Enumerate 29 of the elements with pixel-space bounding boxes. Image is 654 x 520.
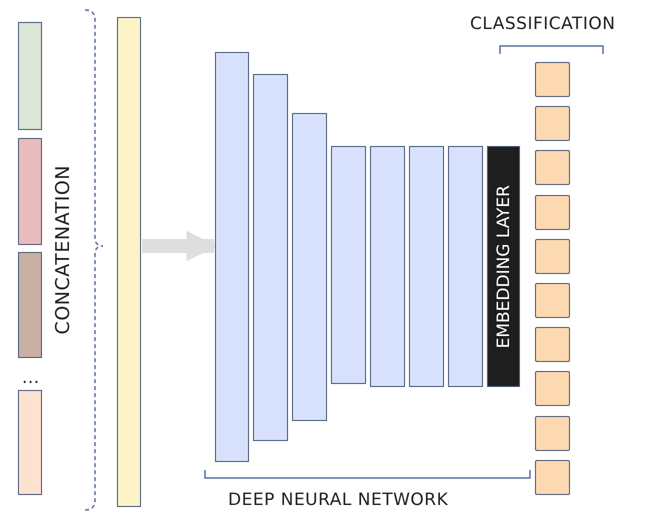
layer-bar — [215, 52, 249, 462]
layer-bar — [18, 22, 42, 130]
layer-bar — [448, 146, 483, 387]
ellipsis: ... — [22, 368, 40, 388]
layer-bar — [18, 390, 42, 495]
group-label: DEEP NEURAL NETWORK — [228, 490, 448, 510]
output-square — [535, 106, 570, 142]
output-square — [535, 238, 570, 274]
output-square — [535, 416, 570, 451]
layer-label: EMBEDDING LAYER — [494, 184, 514, 348]
arrow — [142, 230, 218, 262]
layer-bar — [253, 74, 288, 441]
group-label: CONCATENATION — [52, 165, 74, 334]
output-square — [535, 327, 570, 362]
embedding-layer-bar — [487, 146, 520, 387]
output-square — [535, 283, 570, 318]
output-square — [535, 150, 570, 186]
layer-bar — [409, 146, 444, 387]
group-label: CLASSIFICATION — [470, 14, 616, 34]
layer-bar — [18, 252, 42, 358]
layer-bar — [18, 138, 42, 245]
output-square — [535, 194, 570, 230]
layer-bar — [117, 17, 141, 507]
output-square — [535, 62, 570, 97]
output-square — [535, 371, 570, 406]
output-square — [535, 460, 570, 495]
layer-bar — [370, 146, 405, 387]
layer-bar — [292, 113, 327, 421]
layer-bar — [331, 146, 366, 384]
